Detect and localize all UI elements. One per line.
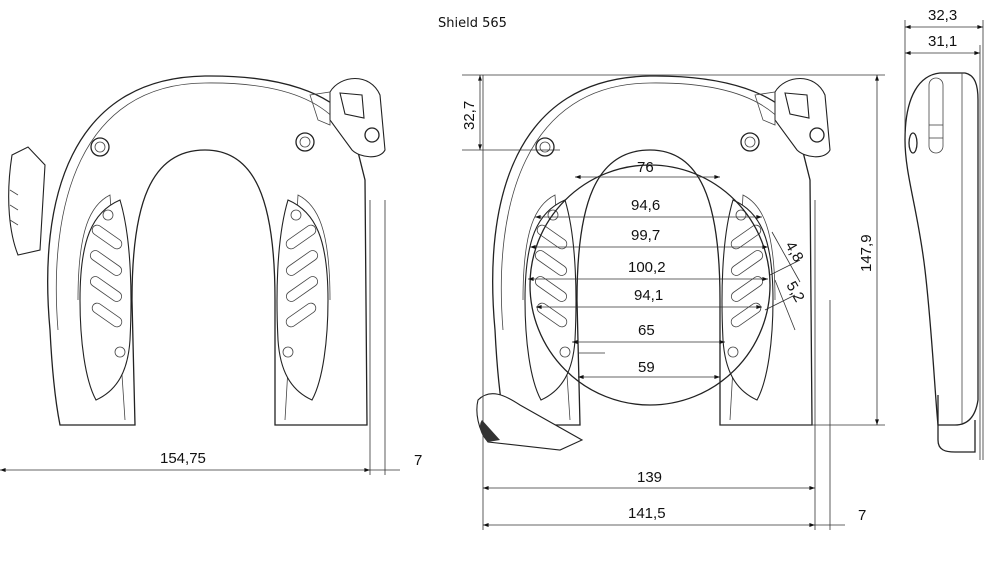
dim-slot-5-2: 5,2 (783, 279, 808, 306)
dim-offset-7-right: 7 (858, 507, 866, 524)
dim-width-139: 139 (637, 469, 662, 486)
keeper-clip-icon (8, 146, 46, 256)
front-view-lock: 154,75 7 (0, 75, 422, 475)
dim-inner-94-1: 94,1 (634, 287, 663, 304)
dim-height-147-9: 147,9 (858, 234, 875, 272)
dim-offset-7-left: 7 (414, 452, 422, 469)
dim-depth-31-1: 31,1 (928, 33, 957, 50)
dim-width-154: 154,75 (160, 450, 206, 467)
dim-inner-59: 59 (638, 359, 655, 376)
dim-inner-99-7: 99,7 (631, 227, 660, 244)
keeper-lever-icon (476, 393, 584, 451)
dim-height-32-7: 32,7 (461, 101, 478, 130)
dimensioned-view-lock: 32,7 147,9 139 141,5 7 76 94,6 99,7 100,… (461, 74, 885, 530)
dim-inner-65: 65 (638, 322, 655, 339)
side-view-lock: 32,3 31,1 (904, 7, 984, 460)
dim-inner-94-6: 94,6 (631, 197, 660, 214)
dim-depth-32-3: 32,3 (928, 7, 957, 24)
dim-inner-100-2: 100,2 (628, 259, 666, 276)
dim-width-141-5: 141,5 (628, 505, 666, 522)
drawing-title: Shield 565 (438, 16, 507, 31)
dim-inner-76: 76 (637, 159, 654, 176)
dim-slot-4-8: 4,8 (782, 239, 807, 266)
